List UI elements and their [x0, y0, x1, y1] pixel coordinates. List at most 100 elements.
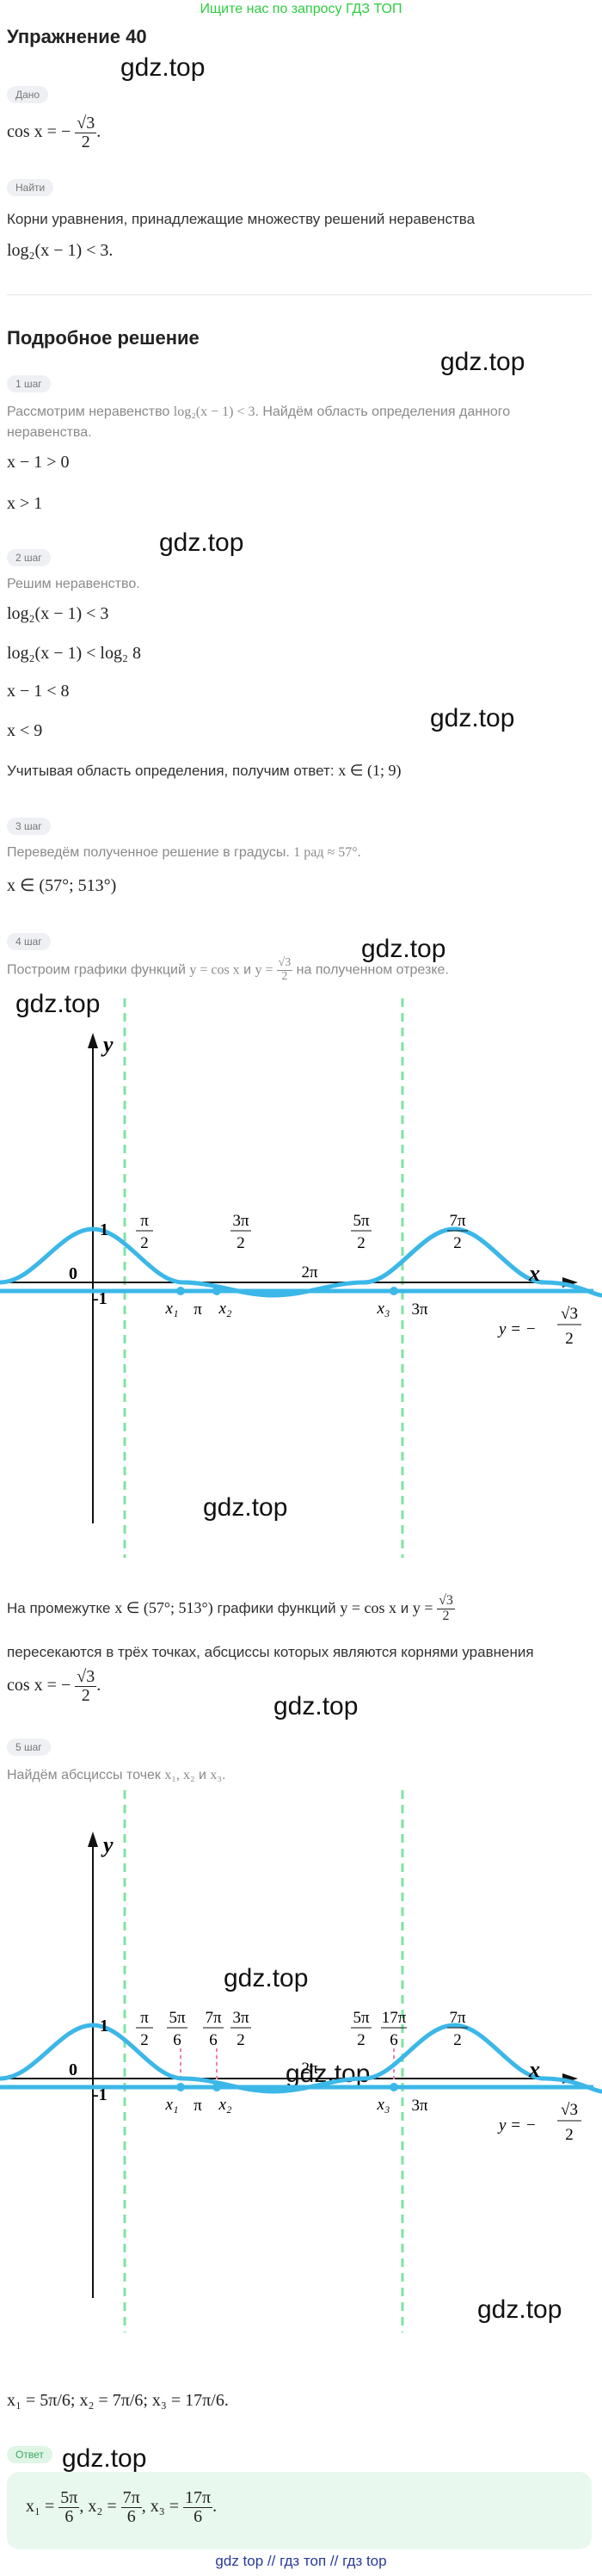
answer-x2: , x₂ = — [79, 2497, 117, 2517]
y-axis-arrow — [88, 1033, 98, 1048]
step4-text-c: на полученном отрезке. — [292, 962, 449, 978]
step1-text: Рассмотрим неравенство log₂(x − 1) < 3. … — [7, 402, 574, 443]
step4-after-num: √3 — [437, 1593, 455, 1609]
line-label-den: 2 — [565, 2126, 574, 2144]
watermark: gdz.top — [224, 1964, 309, 1992]
label-x2: x₂ — [218, 1300, 231, 1318]
label-pi: π — [194, 1300, 202, 1319]
step3-pill-wrap: 3 шаг — [7, 818, 51, 835]
point-x3 — [390, 2083, 398, 2091]
watermark: gdz.top — [273, 1692, 359, 1720]
given-fraction: √3 2 — [75, 114, 97, 151]
step4-after-b: графики функций — [212, 1599, 341, 1616]
step4-after-m1: x ∈ (57°; 513°) — [114, 1598, 213, 1616]
step5-pill-wrap: 5 шаг — [7, 1739, 51, 1756]
answer-x2-den: 6 — [126, 2507, 136, 2526]
answer-x1-num: 5π — [58, 2488, 80, 2508]
tick-minus-1: -1 — [93, 2085, 108, 2104]
point-x1 — [176, 1287, 185, 1295]
step4-eq-den: 2 — [81, 1686, 90, 1705]
step4-after-m2: y = cos x — [340, 1598, 396, 1616]
step1-pill: 1 шаг — [7, 375, 51, 392]
search-banner[interactable]: Ищите нас по запросу ГДЗ ТОП — [200, 2, 402, 16]
step2-conclusion-text: Учитывая область определения, получим от… — [7, 763, 339, 779]
step4-text-num: √3 — [276, 956, 293, 971]
point-x2 — [212, 1287, 221, 1295]
origin-label: 0 — [69, 2060, 77, 2079]
tick-1: 1 — [100, 1220, 108, 1239]
label-5pi-6-num: 5π — [169, 2009, 186, 2027]
given-section: Дано — [7, 86, 49, 103]
label-3pi: 3π — [411, 2097, 428, 2115]
step3-text: Переведём полученное решение в градусы. … — [7, 845, 361, 861]
label-5pi-2-den: 2 — [357, 2031, 366, 2049]
label-x1: x₁ — [164, 1300, 178, 1318]
tick-1: 1 — [100, 2017, 108, 2035]
step5-text-math: x₁, x₂ — [164, 1768, 195, 1782]
label-2pi: 2π — [301, 1263, 318, 1282]
point-x2 — [212, 2083, 221, 2091]
answer-x3-num: 17π — [183, 2488, 213, 2508]
label-2pi: 2π — [301, 2060, 318, 2078]
step2-conclusion: Учитывая область определения, получим от… — [7, 762, 401, 780]
step5-text-math2: x₃ — [210, 1768, 222, 1782]
label-x3: x₃ — [376, 1300, 390, 1318]
label-7pi-6-num: 7π — [205, 2009, 222, 2027]
label-3pi: 3π — [411, 1300, 428, 1319]
label-7pi-2-num: 7π — [449, 1212, 466, 1230]
step2-text: Решим неравенство. — [7, 577, 140, 591]
step4-after-den: 2 — [442, 1608, 450, 1623]
step4-eq-suffix: . — [96, 1676, 101, 1696]
label-3pi-2-num: 3π — [232, 2009, 249, 2027]
line-label-num: √3 — [561, 1305, 578, 1323]
step1-text-b: . Найдём область определения данного нер… — [7, 405, 511, 440]
watermark: gdz.top — [440, 348, 525, 376]
label-7pi-2-num: 7π — [449, 2009, 466, 2027]
given-den: 2 — [81, 133, 90, 151]
label-3pi-2-den: 2 — [236, 2031, 245, 2049]
label-5pi-2-num: 5π — [353, 1212, 370, 1230]
find-inequality: log₂(x − 1) < 3. — [7, 241, 114, 260]
label-17pi-6-num: 17π — [382, 2009, 407, 2027]
answer-x1: x₁ = — [26, 2497, 55, 2517]
label-7pi-6-den: 6 — [209, 2031, 218, 2049]
step1-line2: x > 1 — [7, 494, 43, 513]
step4-after-line2: пересекаются в трёх точках, абсциссы кот… — [7, 1644, 534, 1660]
divider — [7, 294, 592, 295]
footer-links[interactable]: gdz top // гдз топ // гдз top — [215, 2553, 387, 2569]
step2-line3: x − 1 < 8 — [7, 682, 70, 701]
answer-end: . — [212, 2497, 218, 2517]
answer-x1-den: 6 — [64, 2507, 74, 2526]
label-x1: x₁ — [164, 2096, 178, 2114]
step1-pill-wrap: 1 шаг — [7, 375, 51, 392]
label-pi-2-num: π — [140, 2009, 149, 2027]
step4-eq-prefix: cos x = − — [7, 1676, 71, 1696]
x-axis-label: x — [528, 1261, 540, 1286]
step5-result: x₁ = 5π/6; x₂ = 7π/6; x₃ = 17π/6. — [7, 2391, 229, 2410]
origin-label: 0 — [69, 1264, 77, 1283]
step4-text-m2: y = — [255, 962, 277, 978]
step4-pill-wrap: 4 шаг — [7, 933, 51, 950]
step4-after-c: и — [396, 1599, 413, 1616]
label-7pi-2-den: 2 — [453, 1234, 462, 1252]
answer-pill: Ответ — [7, 2446, 52, 2463]
answer-x3: , x₃ = — [141, 2497, 180, 2517]
step1-text-a: Рассмотрим неравенство — [7, 405, 174, 419]
step2-line4: x < 9 — [7, 721, 43, 740]
step3-text-math: 1 рад ≈ 57°. — [293, 845, 361, 860]
step2-pill: 2 шаг — [7, 549, 51, 566]
line-label-den: 2 — [565, 1330, 574, 1348]
step1-text-math: log₂(x − 1) < 3 — [173, 405, 255, 419]
watermark: gdz.top — [203, 1493, 288, 1522]
watermark: gdz.top — [159, 528, 244, 557]
tick-minus-1: -1 — [93, 1289, 108, 1308]
watermark: gdz.top — [430, 704, 515, 732]
step4-after-text: На промежутке x ∈ (57°; 513°) графики фу… — [7, 1593, 455, 1624]
find-section: Найти — [7, 179, 54, 196]
step5-text: Найдём абсциссы точек x₁, x₂ и x₃. — [7, 1768, 225, 1783]
step5-text-b: и — [194, 1768, 211, 1782]
x-axis-label: x — [528, 2057, 540, 2082]
cosine-curve — [0, 1226, 602, 1298]
